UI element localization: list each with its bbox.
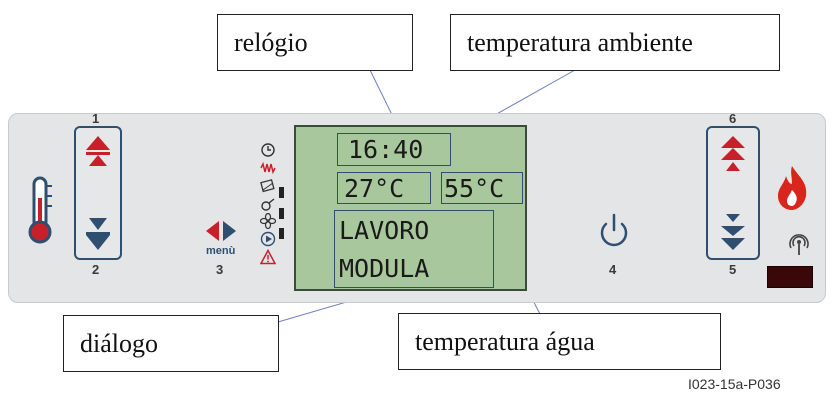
callout-ambient-temperature-label: temperatura ambiente <box>467 27 693 57</box>
callout-clock: relógio <box>217 14 413 71</box>
fan-icon <box>260 213 276 229</box>
radio-signal-icon <box>789 234 809 255</box>
button-4-number: 4 <box>609 262 617 277</box>
water-temperature-value: 55°C <box>444 173 505 203</box>
menu-arrows-button[interactable] <box>203 219 239 243</box>
callout-ambient-temperature: temperatura ambiente <box>450 14 780 71</box>
button-5-number: 5 <box>729 262 737 277</box>
ambient-temperature-field: 27°C <box>337 172 431 204</box>
dialog-field: LAVORO MODULA <box>334 210 494 288</box>
level-bar-1 <box>279 187 284 198</box>
temperature-down-button[interactable] <box>83 212 113 252</box>
callout-clock-label: relógio <box>234 27 308 57</box>
temperature-buttons <box>74 126 122 260</box>
clock-field: 16:40 <box>337 133 451 166</box>
resistance-icon <box>260 161 276 175</box>
clock-value: 16:40 <box>348 135 424 164</box>
status-led <box>767 266 813 288</box>
power-up-button[interactable] <box>718 134 748 176</box>
button-2-number: 2 <box>92 262 100 277</box>
lcd-display: 16:40 27°C 55°C LAVORO MODULA <box>294 125 527 291</box>
ambient-temperature-value: 27°C <box>344 173 405 203</box>
button-3-number: 3 <box>216 262 224 277</box>
thermometer-icon <box>28 176 52 244</box>
power-down-button[interactable] <box>718 210 748 252</box>
callout-water-temperature-label: temperatura água <box>415 326 595 356</box>
temperature-up-button[interactable] <box>83 134 113 174</box>
pellet-icon <box>261 198 275 211</box>
cleaning-icon <box>260 179 275 193</box>
water-temperature-field: 55°C <box>441 172 523 204</box>
callout-dialog: diálogo <box>63 315 279 372</box>
power-level-buttons <box>706 126 760 260</box>
play-icon <box>260 231 276 247</box>
callout-water-temperature: temperatura água <box>398 313 721 370</box>
level-bar-3 <box>279 228 284 239</box>
menu-label: menù <box>206 245 236 257</box>
warning-icon <box>260 249 276 265</box>
dialog-line-1: LAVORO <box>339 215 430 245</box>
button-1-number: 1 <box>92 111 100 126</box>
power-button[interactable] <box>597 212 631 252</box>
flame-icon <box>778 166 807 210</box>
level-bar-2 <box>279 208 284 219</box>
button-6-number: 6 <box>729 111 737 126</box>
dialog-line-2: MODULA <box>339 253 430 283</box>
clock-icon <box>261 143 275 157</box>
callout-dialog-label: diálogo <box>80 328 158 358</box>
figure-code: I023-15a-P036 <box>688 376 781 392</box>
